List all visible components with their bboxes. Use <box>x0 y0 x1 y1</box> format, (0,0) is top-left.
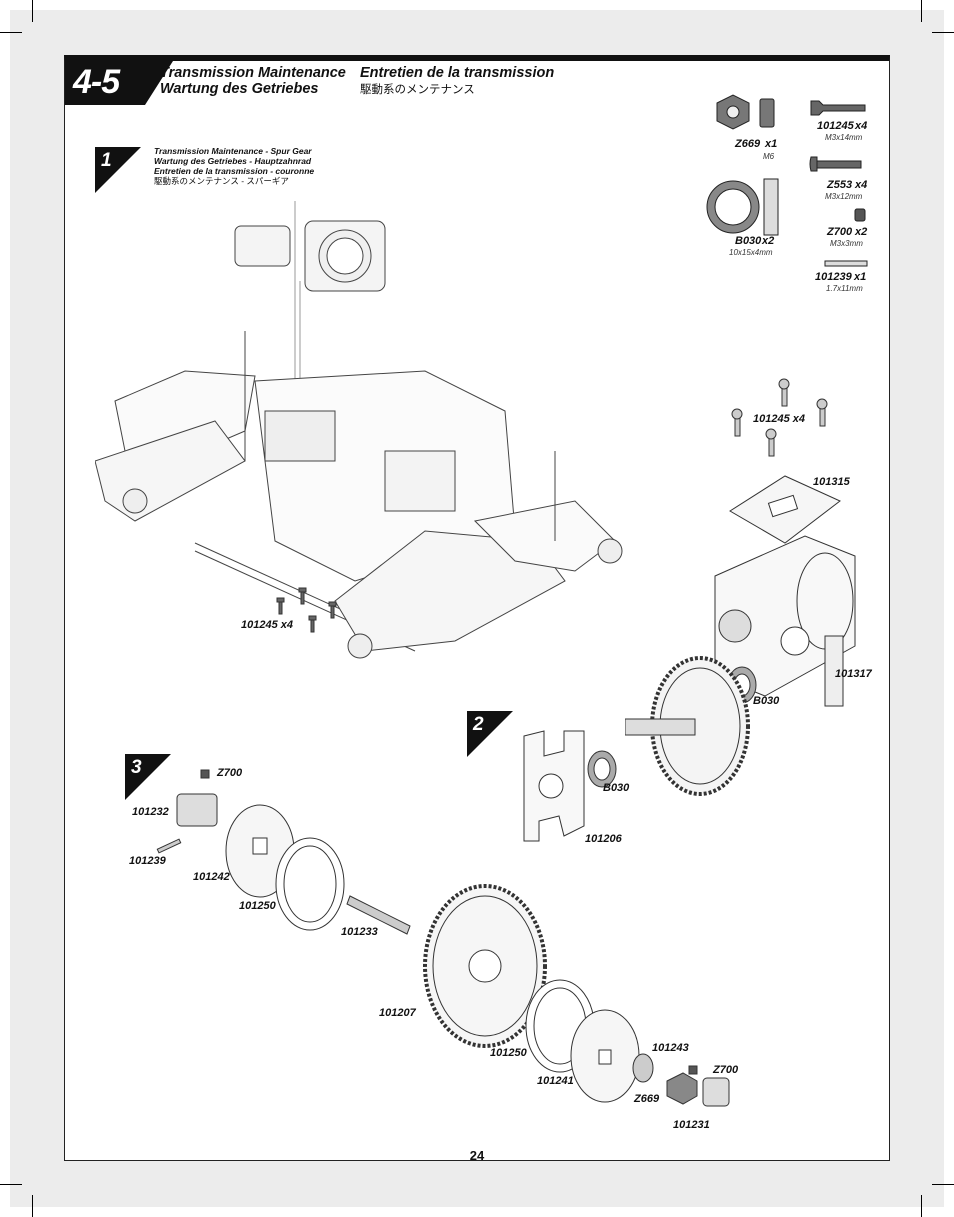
spur-gear-artwork <box>625 656 750 796</box>
step-3-badge: 3 <box>125 754 171 800</box>
section-badge: 4-5 <box>65 61 173 105</box>
hardware-code: 101245 <box>817 120 854 132</box>
hardware-qty: x4 <box>855 120 868 132</box>
hardware-qty: x1 <box>854 271 867 283</box>
hardware-code: Z553 <box>827 179 853 191</box>
hardware-size: M6 <box>763 152 775 161</box>
callout-label: B030 <box>603 782 630 794</box>
callout-label: 101250 <box>490 1047 527 1059</box>
callout-label: Z700 <box>217 767 243 779</box>
crop-mark <box>32 1195 33 1217</box>
pin-icon <box>824 260 868 267</box>
gearbox-housing-artwork <box>714 535 856 707</box>
step-1-badge: 1 <box>95 147 141 193</box>
crop-mark <box>932 32 954 33</box>
callout-label: 101317 <box>835 668 872 680</box>
callout-label: 101207 <box>379 1007 416 1019</box>
hardware-qty: x4 <box>855 179 868 191</box>
cover-plate-artwork <box>729 475 841 544</box>
step-line: Transmission Maintenance - Spur Gear <box>154 146 312 156</box>
hardware-code: Z669 <box>735 138 761 150</box>
bearing-icon <box>706 178 779 236</box>
title-en: Transmission Maintenance <box>160 65 346 81</box>
hardware-size: M3x3mm <box>830 239 863 248</box>
crop-mark <box>32 0 33 22</box>
gearbox-plate-artwork <box>523 730 585 842</box>
hardware-code: B030 <box>735 235 762 247</box>
title-fr: Entretien de la transmission <box>360 65 555 81</box>
step-line: Wartung des Getriebes - Hauptzahnrad <box>154 156 312 166</box>
callout-label: 101245 x4 <box>753 413 805 425</box>
hardware-size: 10x15x4mm <box>729 248 773 257</box>
hardware-size: 1.7x11mm <box>826 284 863 293</box>
callout-label: B030 <box>753 695 780 707</box>
callout-label: 101245 x4 <box>241 619 293 631</box>
step-line: 駆動系のメンテナンス - スパーギア <box>154 176 289 186</box>
hardware-code: Z700 <box>827 226 853 238</box>
hardware-artwork <box>706 94 868 267</box>
step-line: Entretien de la transmission - couronne <box>154 166 315 176</box>
callout-label: Z669 <box>634 1093 660 1105</box>
crop-mark <box>932 1184 954 1185</box>
callout-label: 101233 <box>341 926 378 938</box>
step-number: 3 <box>131 757 142 778</box>
callout-label: Z700 <box>713 1064 739 1076</box>
step-1-text: Transmission Maintenance - Spur Gear War… <box>154 146 314 186</box>
callout-label: 101315 <box>813 476 850 488</box>
step-2-badge: 2 <box>467 711 513 757</box>
callout-label: 101243 <box>652 1042 689 1054</box>
callout-label: 101241 <box>537 1075 574 1087</box>
bearing-artwork <box>587 750 617 788</box>
crop-mark <box>921 0 922 22</box>
title-jp: 駆動系のメンテナンス <box>360 84 475 96</box>
step-number: 1 <box>101 150 112 171</box>
screw-icon <box>810 100 866 116</box>
callout-label: 101242 <box>193 871 230 883</box>
callout-label: 101232 <box>132 806 169 818</box>
crop-mark <box>921 1195 922 1217</box>
callout-label: 101250 <box>239 900 276 912</box>
section-number: 4-5 <box>73 63 120 101</box>
hardware-size: M3x14mm <box>825 133 863 142</box>
hardware-code: 101239 <box>815 271 852 283</box>
screw-set-artwork <box>276 587 337 633</box>
title-de: Wartung des Getriebes <box>160 81 319 97</box>
screw-icon <box>809 156 862 172</box>
callout-label: 101206 <box>585 833 622 845</box>
screw-set-artwork <box>731 378 828 457</box>
manual-page: 4-5 Transmission Maintenance Wartung des… <box>64 55 890 1163</box>
set-screw-icon <box>854 208 866 222</box>
hardware-qty: x2 <box>855 226 868 238</box>
step-number: 2 <box>473 714 484 735</box>
page-number: 24 <box>469 1148 485 1163</box>
nut-icon <box>716 94 775 130</box>
crop-mark <box>0 1184 22 1185</box>
hardware-qty: x1 <box>765 138 778 150</box>
chassis-artwork <box>95 201 623 659</box>
callout-label: 101231 <box>673 1119 710 1131</box>
slipper-clutch-artwork <box>156 769 730 1107</box>
hardware-qty: x2 <box>762 235 775 247</box>
crop-mark <box>0 32 22 33</box>
callout-label: 101239 <box>129 855 166 867</box>
hardware-size: M3x12mm <box>825 192 863 201</box>
